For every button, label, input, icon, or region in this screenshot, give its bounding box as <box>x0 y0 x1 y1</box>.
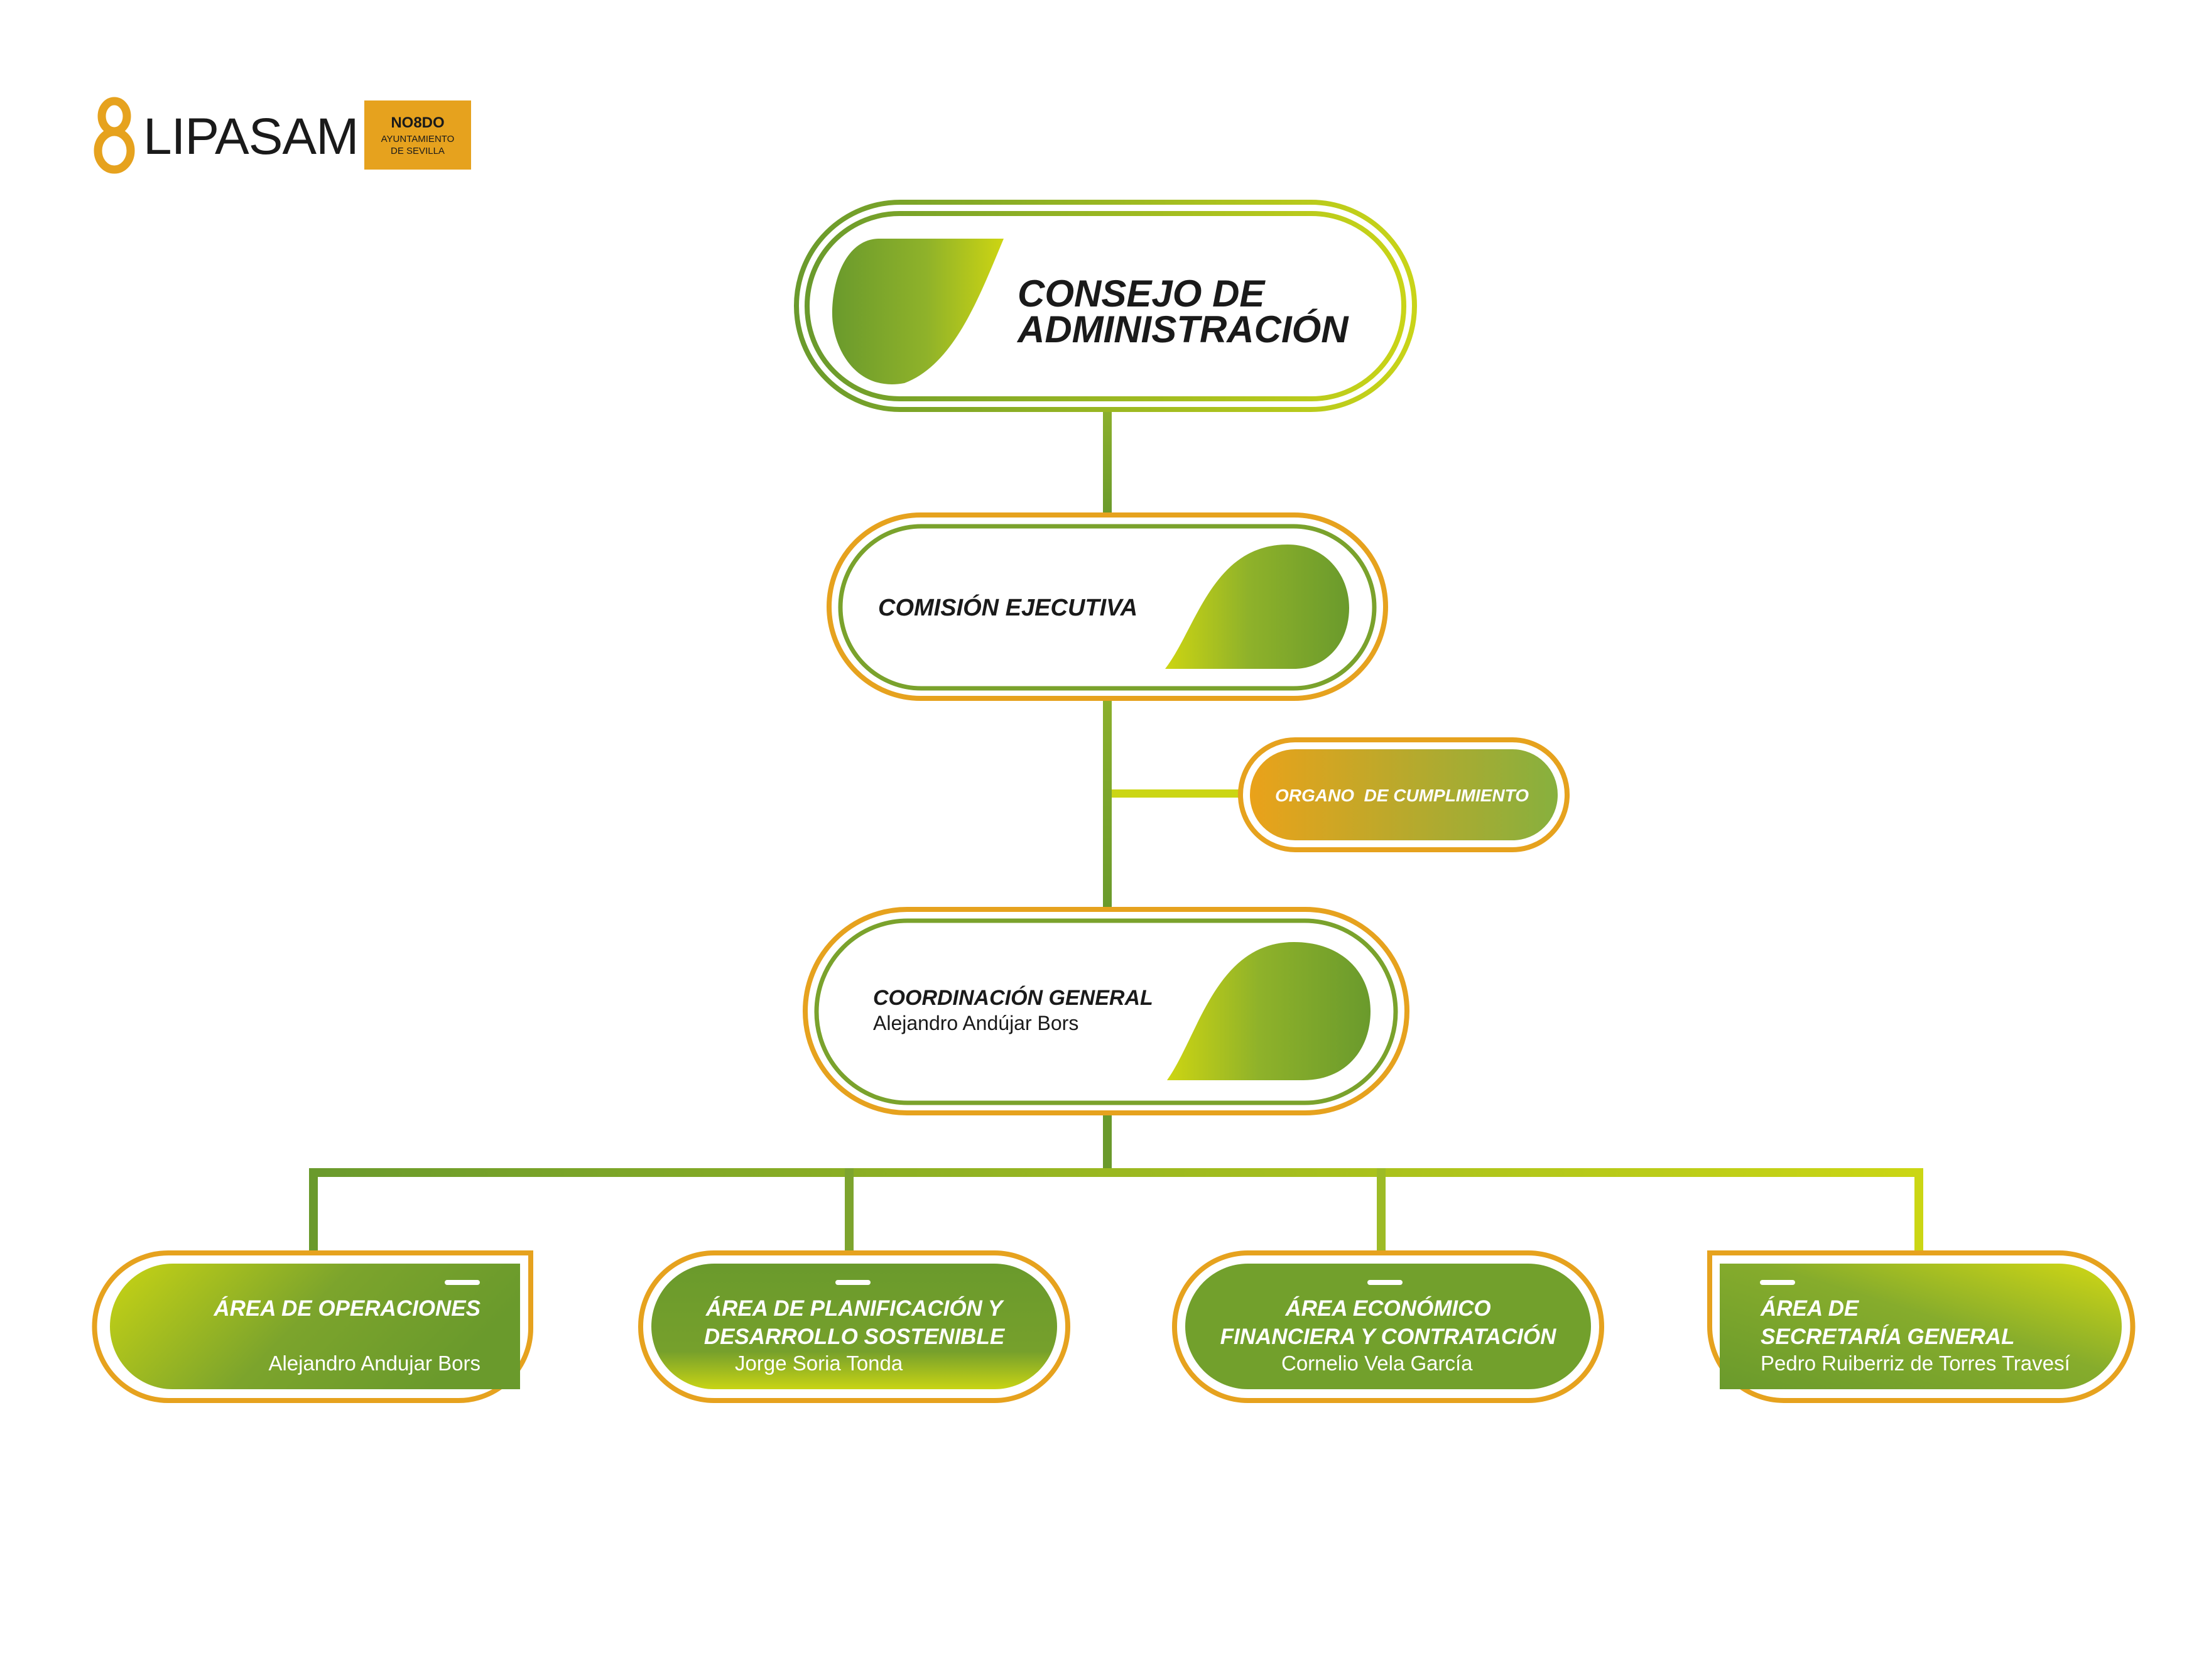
comision-title: COMISIÓN EJECUTIVA <box>878 593 1137 621</box>
tab-marker <box>1367 1280 1403 1285</box>
coordinacion-person: Alejandro Andújar Bors <box>873 1012 1078 1034</box>
area-1-person: Alejandro Andujar Bors <box>268 1352 480 1375</box>
area-3-line2: FINANCIERA Y CONTRATACIÓN <box>1220 1324 1556 1349</box>
leaf-icon <box>1167 942 1371 1080</box>
brand-name: LIPASAM <box>143 108 358 165</box>
connector-area-4 <box>1914 1168 1923 1253</box>
node-consejo: CONSEJO DE ADMINISTRACIÓN <box>794 200 1417 412</box>
area-2-line1: ÁREA DE PLANIFICACIÓN Y <box>705 1296 1004 1321</box>
leaf-icon <box>1165 545 1349 669</box>
area-4-line1: ÁREA DE <box>1760 1296 1860 1321</box>
area-1-line1: ÁREA DE OPERACIONES <box>213 1296 480 1321</box>
badge-line2: AYUNTAMIENTO <box>381 134 455 144</box>
connectors <box>309 409 1923 1253</box>
connector-area-2 <box>845 1168 854 1253</box>
connector-branch-horizontal <box>309 1168 1923 1177</box>
node-area-planificacion: ÁREA DE PLANIFICACIÓN Y DESARROLLO SOSTE… <box>638 1250 1070 1403</box>
coordinacion-title: COORDINACIÓN GENERAL <box>873 986 1153 1010</box>
node-organo: ORGANO DE CUMPLIMIENTO <box>1238 737 1570 852</box>
area-3-person: Cornelio Vela García <box>1281 1352 1473 1375</box>
tab-marker <box>1760 1280 1795 1285</box>
connector-comision-coordinacion <box>1103 698 1112 909</box>
lipasam-logo: LIPASAM NO8DO AYUNTAMIENTO DE SEVILLA <box>94 97 471 174</box>
badge-line1: NO8DO <box>391 114 444 131</box>
badge-line3: DE SEVILLA <box>391 146 445 156</box>
lipasam-eight-icon <box>94 97 135 174</box>
consejo-line2: ADMINISTRACIÓN <box>1016 308 1349 350</box>
area-4-person: Pedro Ruiberriz de Torres Travesí <box>1761 1352 2070 1375</box>
consejo-line1: CONSEJO DE <box>1018 273 1266 315</box>
leaf-icon <box>832 239 1004 384</box>
area-4-line2: SECRETARÍA GENERAL <box>1761 1325 2014 1349</box>
connector-consejo-comision <box>1103 409 1112 515</box>
ayuntamiento-badge <box>364 100 471 170</box>
tab-marker <box>835 1280 871 1285</box>
node-area-operaciones: ÁREA DE OPERACIONES Alejandro Andujar Bo… <box>92 1250 533 1403</box>
node-comision: COMISIÓN EJECUTIVA <box>827 512 1388 701</box>
node-area-secretaria: ÁREA DE SECRETARÍA GENERAL Pedro Ruiberr… <box>1707 1250 2136 1403</box>
tab-marker <box>445 1280 480 1285</box>
connector-area-1 <box>309 1168 318 1253</box>
organo-title: ORGANO DE CUMPLIMIENTO <box>1275 786 1529 805</box>
area-2-person: Jorge Soria Tonda <box>735 1352 903 1375</box>
node-coordinacion: COORDINACIÓN GENERAL Alejandro Andújar B… <box>803 907 1409 1115</box>
connector-area-3 <box>1377 1168 1386 1253</box>
node-area-economico: ÁREA ECONÓMICO FINANCIERA Y CONTRATACIÓN… <box>1172 1250 1604 1403</box>
area-3-line1: ÁREA ECONÓMICO <box>1284 1296 1490 1321</box>
connector-coordinacion-branch <box>1103 1113 1112 1176</box>
connector-organo <box>1112 789 1244 798</box>
area-2-line2: DESARROLLO SOSTENIBLE <box>704 1325 1006 1349</box>
